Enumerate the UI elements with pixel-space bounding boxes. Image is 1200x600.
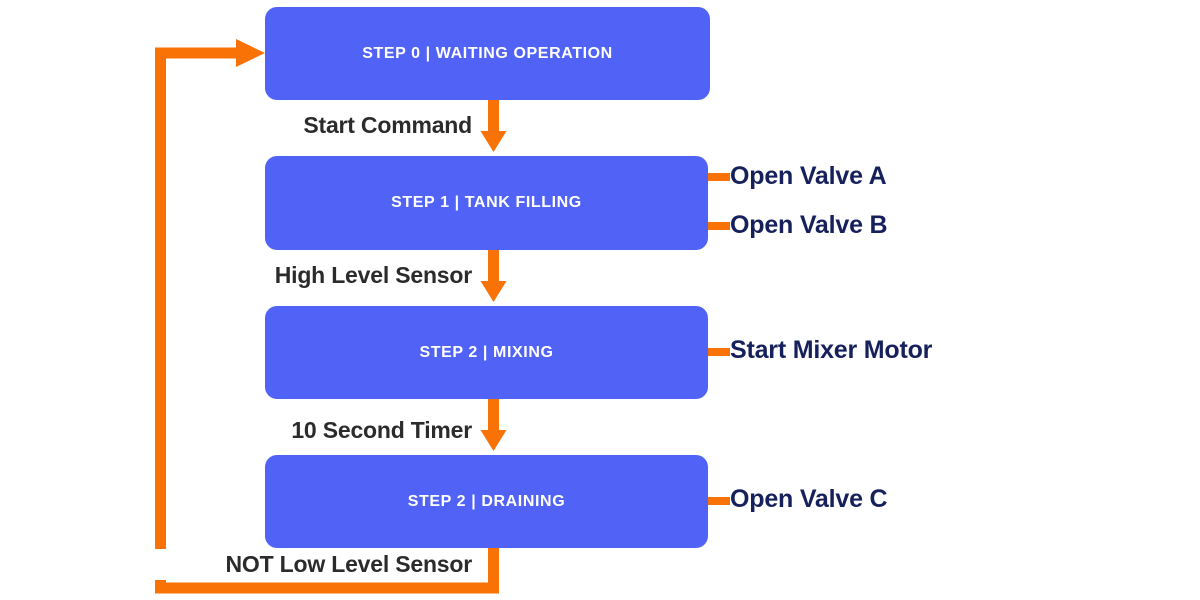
state-label-step1: STEP 1 | TANK FILLING [391,194,582,211]
state-label-step3: STEP 2 | DRAINING [407,492,566,510]
arrow-step1-step2 [480,250,507,302]
action-text-0: Open Valve A [730,162,887,190]
transition-label-high-level-sensor: High Level Sensor [0,262,472,289]
state-label-step2: STEP 2 | MIXING [419,343,554,361]
action-label-open-valve-a: Open Valve A [730,162,887,191]
action-label-start-mixer-motor: Start Mixer Motor [730,336,932,365]
action-text-1: Open Valve B [730,211,888,239]
state-box-step3[interactable]: STEP 2 | DRAINING [265,455,708,548]
arrow-step3-step0-feedback [155,39,499,594]
action-label-open-valve-c: Open Valve C [730,485,888,514]
action-connector-dashes [708,173,730,505]
transition-label-10-second-timer: 10 Second Timer [0,417,472,444]
action-label-open-valve-b: Open Valve B [730,211,888,240]
state-box-step1[interactable]: STEP 1 | TANK FILLING [265,156,708,250]
state-box-step2[interactable]: STEP 2 | MIXING [265,306,708,399]
action-text-3: Open Valve C [730,485,888,513]
arrow-step0-step1 [480,100,507,152]
arrow-step2-step3 [480,399,507,451]
action-text-2: Start Mixer Motor [730,336,933,364]
transition-label-not-low-level-sensor: NOT Low Level Sensor [0,549,478,580]
state-label-step0: STEP 0 | WAITING OPERATION [362,44,613,62]
transition-text-3: NOT Low Level Sensor [225,551,473,577]
transition-text-1: High Level Sensor [274,262,472,288]
transition-label-start-command: Start Command [0,112,472,139]
state-box-step0[interactable]: STEP 0 | WAITING OPERATION [265,7,710,100]
transition-text-2: 10 Second Timer [291,417,472,443]
transition-text-0: Start Command [303,112,472,138]
